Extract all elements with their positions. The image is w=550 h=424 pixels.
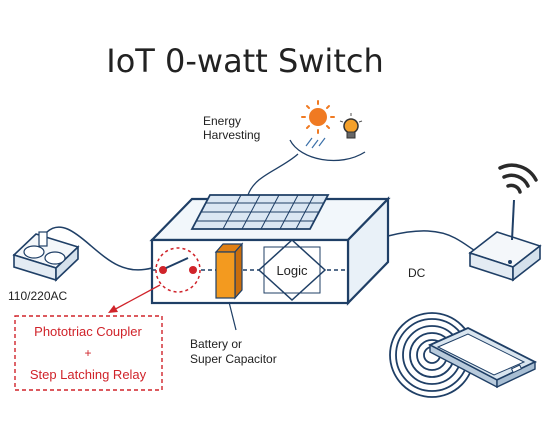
smartphone-icon xyxy=(427,327,538,389)
logic-block xyxy=(257,238,327,302)
battery-label-line1: Battery or xyxy=(190,337,242,351)
solar-panel-icon xyxy=(190,194,330,230)
harvest-arc xyxy=(289,139,366,162)
sun-icon xyxy=(301,100,335,134)
ac-label: 110/220AC xyxy=(8,289,67,303)
battery-label-line2: Super Capacitor xyxy=(190,352,277,366)
energy-rays xyxy=(305,137,326,149)
dc-label: DC xyxy=(408,266,426,280)
logic-label: Logic xyxy=(276,263,308,278)
ac-cable xyxy=(46,226,153,271)
harvest-connector xyxy=(247,153,299,196)
light-bulb-icon xyxy=(339,113,363,139)
diagram-title: IoT 0-watt Switch xyxy=(106,42,383,80)
callout-arrow xyxy=(108,284,161,313)
energy-harvesting-label-line1: Energy xyxy=(203,114,241,128)
callout-plus: + xyxy=(84,346,91,360)
battery-icon xyxy=(214,242,244,300)
switch-icon xyxy=(155,247,201,293)
dc-cable xyxy=(387,230,479,253)
wifi-router-icon xyxy=(468,199,542,282)
battery-pointer xyxy=(228,301,237,331)
wall-socket-icon xyxy=(12,231,80,282)
wifi-signal-icon xyxy=(498,163,538,194)
callout-box xyxy=(14,315,163,391)
callout-line2: Step Latching Relay xyxy=(30,367,147,382)
energy-harvesting-label-line2: Harvesting xyxy=(203,128,260,142)
callout-line1: Phototriac Coupler xyxy=(34,324,142,339)
